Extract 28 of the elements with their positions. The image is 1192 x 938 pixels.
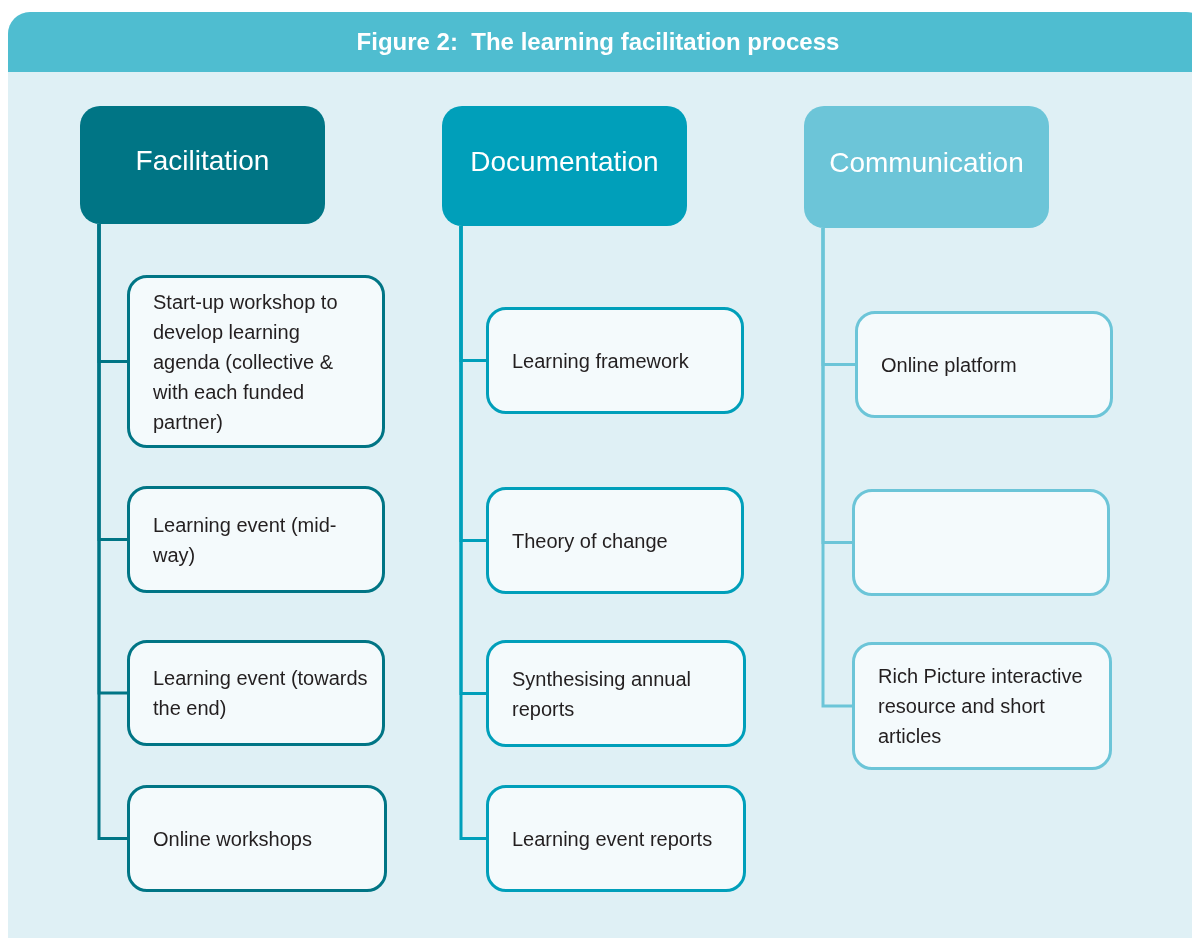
item-box — [852, 489, 1110, 596]
item-label: Start-up workshop to develop learning agenda (collective & with each funded partner) — [153, 289, 339, 435]
item-label: Learning event (mid-way) — [153, 512, 338, 568]
item-box — [127, 486, 385, 593]
item-label: Theory of change — [512, 528, 668, 554]
item-label: Online platform — [881, 352, 1017, 378]
item-box — [127, 640, 385, 746]
item-label: Online workshops — [153, 826, 312, 852]
category-label: Communication — [829, 147, 1024, 179]
item-box — [855, 311, 1113, 418]
item-box — [486, 640, 746, 747]
item-box — [127, 785, 387, 892]
item-box — [486, 307, 744, 414]
item-box — [486, 487, 744, 594]
item-label: Learning event reports — [512, 826, 713, 852]
category-box — [80, 106, 325, 224]
item-label: Rich Picture interactive resource and short articles — [878, 664, 1084, 749]
item-box — [852, 642, 1112, 770]
figure-title: Figure 2: The learning facilitation process — [356, 28, 840, 56]
category-label: Facilitation — [135, 145, 270, 177]
category-box — [442, 106, 687, 226]
item-label: Synthesising annual reports — [512, 666, 692, 722]
category-label: Documentation — [470, 146, 659, 178]
category-box — [804, 106, 1049, 228]
item-label: Learning event (towards the end) — [153, 666, 369, 721]
item-box — [486, 785, 746, 892]
item-box — [127, 275, 385, 448]
item-label: Learning framework — [512, 348, 689, 374]
